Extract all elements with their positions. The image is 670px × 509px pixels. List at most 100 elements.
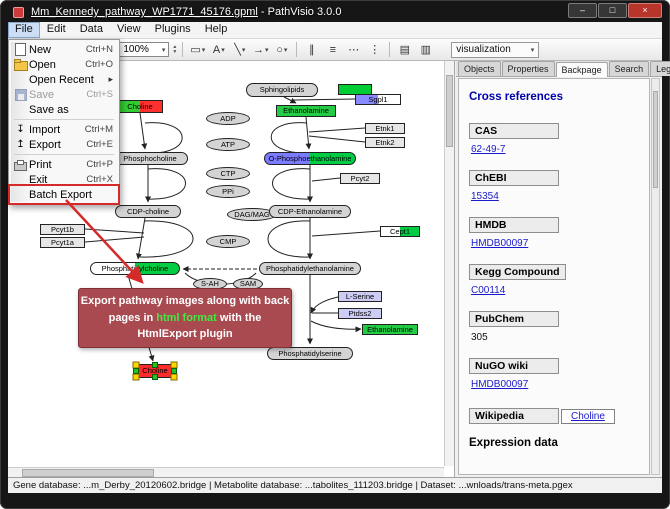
pathway-node-l-serine[interactable]: L-Serine — [338, 291, 382, 302]
pathway-node-ppi[interactable]: PPi — [206, 185, 250, 198]
pathway-node-etnk1[interactable]: Etnk1 — [365, 123, 405, 134]
pathway-node-ctp[interactable]: CTP — [206, 167, 250, 180]
arrow-tool-button[interactable]: →▾ — [251, 41, 270, 59]
visualization-combobox[interactable]: visualization▾ — [451, 41, 540, 58]
file-menu-item-open-recent[interactable]: Open Recent▸ — [11, 72, 117, 87]
file-menu-item-batch-export[interactable]: Batch Export — [8, 184, 120, 205]
chevron-down-icon: ▾ — [283, 46, 288, 54]
pathway-node-ethanolamine[interactable]: Ethanolamine — [362, 324, 418, 335]
pathway-node-cdp-ethanolamine[interactable]: CDP-Ethanolamine — [269, 205, 351, 218]
pathway-node-o-phosphoethanolamine[interactable]: O-Phosphoethanolamine — [264, 152, 356, 165]
close-button[interactable]: × — [628, 3, 662, 18]
cross-reference-link[interactable]: 15354 — [471, 191, 499, 202]
menu-edit[interactable]: Edit — [46, 23, 66, 35]
tab-legend[interactable]: Legend — [650, 61, 670, 76]
shape-tool-button[interactable]: ○▾ — [272, 41, 291, 59]
tab-search[interactable]: Search — [608, 61, 650, 76]
selection-handle[interactable] — [132, 373, 140, 381]
menu-help[interactable]: Help — [204, 23, 228, 35]
pathway-node-sgpl1[interactable]: Sgpl1 — [355, 94, 401, 105]
chevron-down-icon: ▾ — [530, 46, 535, 54]
section-header: Kegg Compound — [469, 264, 566, 280]
pathway-node-ethanolamine[interactable]: Ethanolamine — [276, 105, 336, 117]
cross-reference-link[interactable]: HMDB00097 — [471, 379, 529, 390]
pathway-node-pcyt2[interactable]: Pcyt2 — [340, 173, 380, 184]
pathway-node-cept1[interactable]: Cept1 — [380, 226, 420, 237]
chevron-down-icon: ▾ — [265, 46, 269, 54]
menu-file[interactable]: File — [8, 22, 40, 38]
align-vertical-button[interactable]: ≡ — [323, 41, 342, 59]
selection-handle[interactable] — [170, 373, 178, 381]
pathway-node-sam[interactable]: SAM — [233, 278, 263, 290]
pathway-node-phosphatidylcholine[interactable]: Phosphatidylcholine — [90, 262, 180, 275]
pathway-node-pcyt1a[interactable]: Pcyt1a — [40, 237, 85, 248]
pathway-node-sphingolipids[interactable]: Sphingolipids — [246, 83, 318, 97]
export-icon: ↥ — [16, 139, 25, 150]
maximize-button[interactable]: □ — [598, 3, 627, 18]
menu-data[interactable]: Data — [79, 23, 103, 35]
app-icon — [13, 7, 24, 18]
selection-handle[interactable] — [133, 368, 139, 374]
line-tool-icon: ╲ — [234, 44, 241, 56]
scrollbar-thumb[interactable] — [446, 75, 453, 147]
pathway-node-atp[interactable]: ATP — [206, 138, 250, 151]
node-label: ADP — [220, 113, 236, 123]
pathway-node-ptdss2[interactable]: Ptdss2 — [338, 308, 382, 319]
gene-product-tool-button[interactable]: ▭▾ — [188, 41, 207, 59]
pathway-node-cdp-choline[interactable]: CDP-choline — [115, 205, 181, 218]
annotation-callout: Export pathway images along with back pa… — [78, 288, 292, 348]
pathway-node-adp[interactable]: ADP — [206, 112, 250, 125]
send-to-back-button[interactable]: ▥ — [416, 41, 435, 59]
canvas-horizontal-scrollbar[interactable] — [8, 467, 444, 477]
pathway-node-pcyt1b[interactable]: Pcyt1b — [40, 224, 85, 235]
cross-reference-link[interactable]: 62-49-7 — [471, 144, 506, 155]
align-horizontal-button[interactable]: ∥ — [302, 41, 321, 59]
pathway-node-phosphatidylethanolamine[interactable]: Phosphatidylethanolamine — [259, 262, 361, 275]
pathway-node-dag-mag[interactable]: DAG/MAG — [227, 208, 277, 221]
zoom-spinner[interactable]: ▲▼ — [172, 43, 178, 55]
canvas-vertical-scrollbar[interactable] — [444, 61, 454, 466]
pathway-node-etnk2[interactable]: Etnk2 — [365, 137, 405, 148]
title-bar[interactable]: Mm_Kennedy_pathway_WP1771_45176.gpml - P… — [8, 3, 662, 22]
zoom-combobox[interactable]: 100%▾ — [119, 42, 170, 57]
distribute-horizontal-button[interactable]: ⋯ — [344, 41, 363, 59]
tab-objects[interactable]: Objects — [458, 61, 501, 76]
label-tool-button[interactable]: A▾ — [209, 41, 228, 59]
file-menu-item-save-as[interactable]: Save as — [11, 102, 117, 117]
selection-handle[interactable] — [152, 374, 158, 380]
node-label: Phosphocholine — [123, 153, 177, 163]
node-label: Cept1 — [389, 226, 410, 236]
scrollbar-thumb[interactable] — [653, 91, 658, 188]
menu-view[interactable]: View — [116, 23, 141, 35]
folder-icon — [12, 58, 29, 71]
cross-reference-link[interactable]: HMDB00097 — [471, 238, 529, 249]
cross-reference-link[interactable]: Choline — [561, 409, 615, 424]
scrollbar-thumb[interactable] — [22, 469, 154, 477]
tab-properties[interactable]: Properties — [501, 61, 555, 76]
pathway-node-phosphocholine[interactable]: Phosphocholine — [112, 152, 188, 165]
selection-handle[interactable] — [152, 362, 158, 368]
cross-reference-link[interactable]: C00114 — [471, 285, 506, 296]
pathway-node-choline[interactable]: Choline — [132, 361, 178, 381]
line-tool-button[interactable]: ╲▾ — [230, 41, 249, 59]
panel-scrollbar[interactable] — [651, 78, 660, 475]
menu-plugins[interactable]: Plugins — [154, 23, 191, 35]
pathway-node-choline[interactable]: Choline — [117, 100, 163, 113]
pathway-node-phosphatidylserine[interactable]: Phosphatidylserine — [267, 347, 353, 360]
bring-to-front-button[interactable]: ▤ — [395, 41, 414, 59]
selection-handle[interactable] — [171, 368, 177, 374]
minimize-button[interactable]: – — [568, 3, 597, 18]
pathway-node-cmp[interactable]: CMP — [206, 235, 250, 248]
distribute-vertical-button[interactable]: ⋮ — [365, 41, 384, 59]
menu-item-label: New — [29, 43, 52, 56]
tab-backpage[interactable]: Backpage — [555, 62, 608, 77]
